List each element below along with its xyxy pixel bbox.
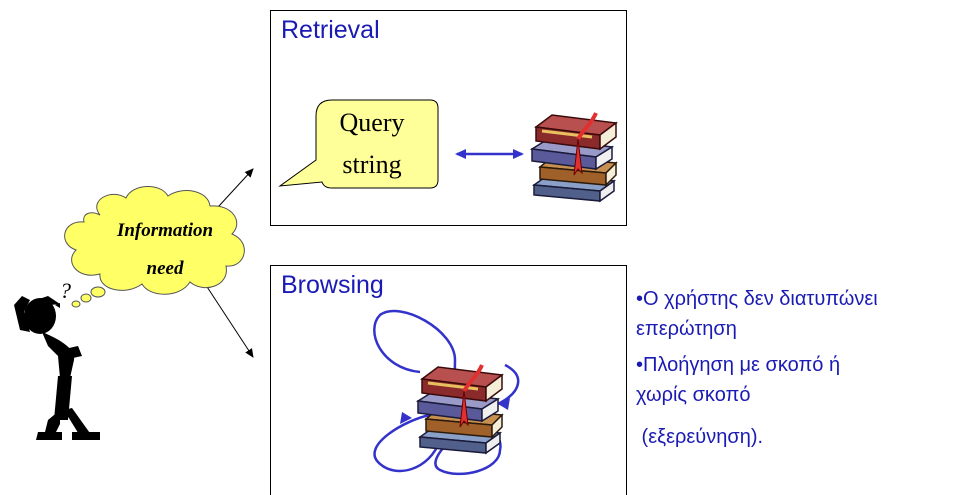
thought-text-line2: need: [146, 258, 184, 279]
note-line-3: •Πλοήγηση με σκοπό ή: [636, 354, 841, 376]
note-line-5: (εξερεύνηση).: [636, 426, 764, 448]
note-line-2: επερώτηση: [636, 318, 737, 340]
thought-bubble-smallest: [71, 300, 81, 308]
loop-arrowhead-left: [400, 412, 412, 424]
thinking-person-icon: [14, 296, 100, 440]
thought-text-line1: Information: [116, 220, 214, 241]
thought-cloud: [64, 186, 245, 295]
stack-of-books-icon: [416, 363, 504, 455]
retrieval-title: Retrieval: [281, 16, 380, 44]
thought-bubble-smaller: [80, 293, 92, 303]
note-line-1: •Ο χρήστης δεν διατυπώνει: [636, 288, 878, 310]
stack-of-books-icon: [530, 111, 618, 203]
query-text-line1: Query: [339, 108, 405, 137]
query-speech-bubble: [278, 99, 439, 189]
note-line-4: χωρίς σκοπό: [636, 384, 751, 406]
diagram-graphics: [14, 99, 618, 476]
thought-bubble-small: [90, 286, 106, 298]
query-text-line2: string: [342, 150, 402, 179]
question-mark: ?: [60, 278, 71, 303]
loop-arrowhead-right: [498, 398, 510, 410]
browsing-title: Browsing: [281, 271, 384, 299]
